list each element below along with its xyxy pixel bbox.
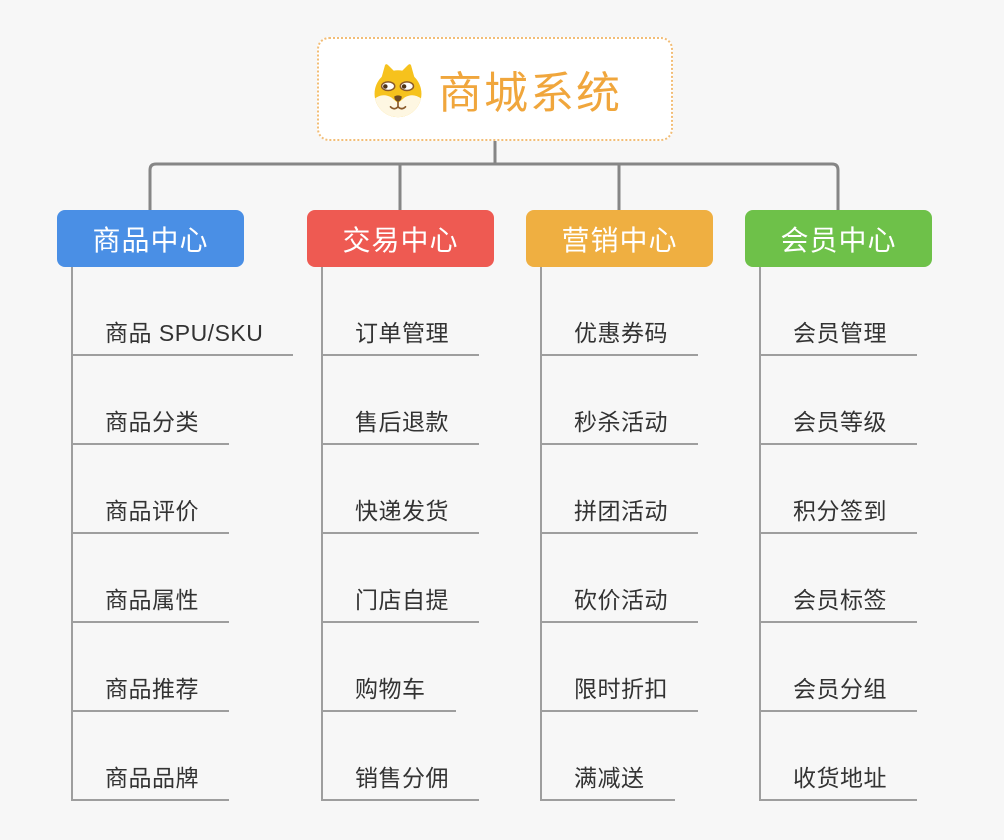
leaf-node[interactable]: 会员等级 xyxy=(759,407,917,445)
leaf-node[interactable]: 积分签到 xyxy=(759,496,917,534)
leaf-node[interactable]: 优惠券码 xyxy=(540,318,698,356)
leaf-node[interactable]: 销售分佣 xyxy=(321,763,479,801)
leaf-node[interactable]: 商品分类 xyxy=(71,407,229,445)
leaf-node[interactable]: 快递发货 xyxy=(321,496,479,534)
leaf-node[interactable]: 订单管理 xyxy=(321,318,479,356)
leaf-node[interactable]: 砍价活动 xyxy=(540,585,698,623)
leaf-column-member: 会员管理 会员等级 积分签到 会员标签 会员分组 收货地址 xyxy=(759,267,917,801)
leaf-column-product: 商品 SPU/SKU 商品分类 商品评价 商品属性 商品推荐 商品品牌 xyxy=(71,267,294,801)
leaf-node[interactable]: 商品 SPU/SKU xyxy=(71,318,294,356)
branch-node-member-center[interactable]: 会员中心 xyxy=(745,210,932,267)
leaf-column-trade: 订单管理 售后退款 快递发货 门店自提 购物车 销售分佣 xyxy=(321,267,479,801)
root-node-label: 商城系统 xyxy=(438,69,622,118)
leaf-node[interactable]: 商品属性 xyxy=(71,585,229,623)
leaf-node[interactable]: 门店自提 xyxy=(321,585,479,623)
branch-label: 会员中心 xyxy=(780,224,897,256)
leaf-node[interactable]: 收货地址 xyxy=(759,763,917,801)
root-node[interactable]: 商城系统 xyxy=(317,37,673,141)
leaf-node[interactable]: 商品推荐 xyxy=(71,674,229,712)
branch-node-trade-center[interactable]: 交易中心 xyxy=(307,210,494,267)
leaf-node[interactable]: 满减送 xyxy=(540,763,675,801)
leaf-node[interactable]: 秒杀活动 xyxy=(540,407,698,445)
dog-face-icon xyxy=(374,64,422,118)
leaf-node[interactable]: 商品评价 xyxy=(71,496,229,534)
leaf-node[interactable]: 限时折扣 xyxy=(540,674,698,712)
leaf-node[interactable]: 售后退款 xyxy=(321,407,479,445)
leaf-node[interactable]: 会员分组 xyxy=(759,674,917,712)
leaf-node[interactable]: 拼团活动 xyxy=(540,496,698,534)
branch-node-product-center[interactable]: 商品中心 xyxy=(57,210,244,267)
leaf-node[interactable]: 会员管理 xyxy=(759,318,917,356)
branch-label: 商品中心 xyxy=(92,224,209,256)
branch-label: 交易中心 xyxy=(342,224,459,256)
leaf-node[interactable]: 购物车 xyxy=(321,674,456,712)
leaf-node[interactable]: 商品品牌 xyxy=(71,763,229,801)
branch-label: 营销中心 xyxy=(561,224,678,256)
leaf-column-marketing: 优惠券码 秒杀活动 拼团活动 砍价活动 限时折扣 满减送 xyxy=(540,267,698,801)
branch-node-marketing-center[interactable]: 营销中心 xyxy=(526,210,713,267)
leaf-node[interactable]: 会员标签 xyxy=(759,585,917,623)
